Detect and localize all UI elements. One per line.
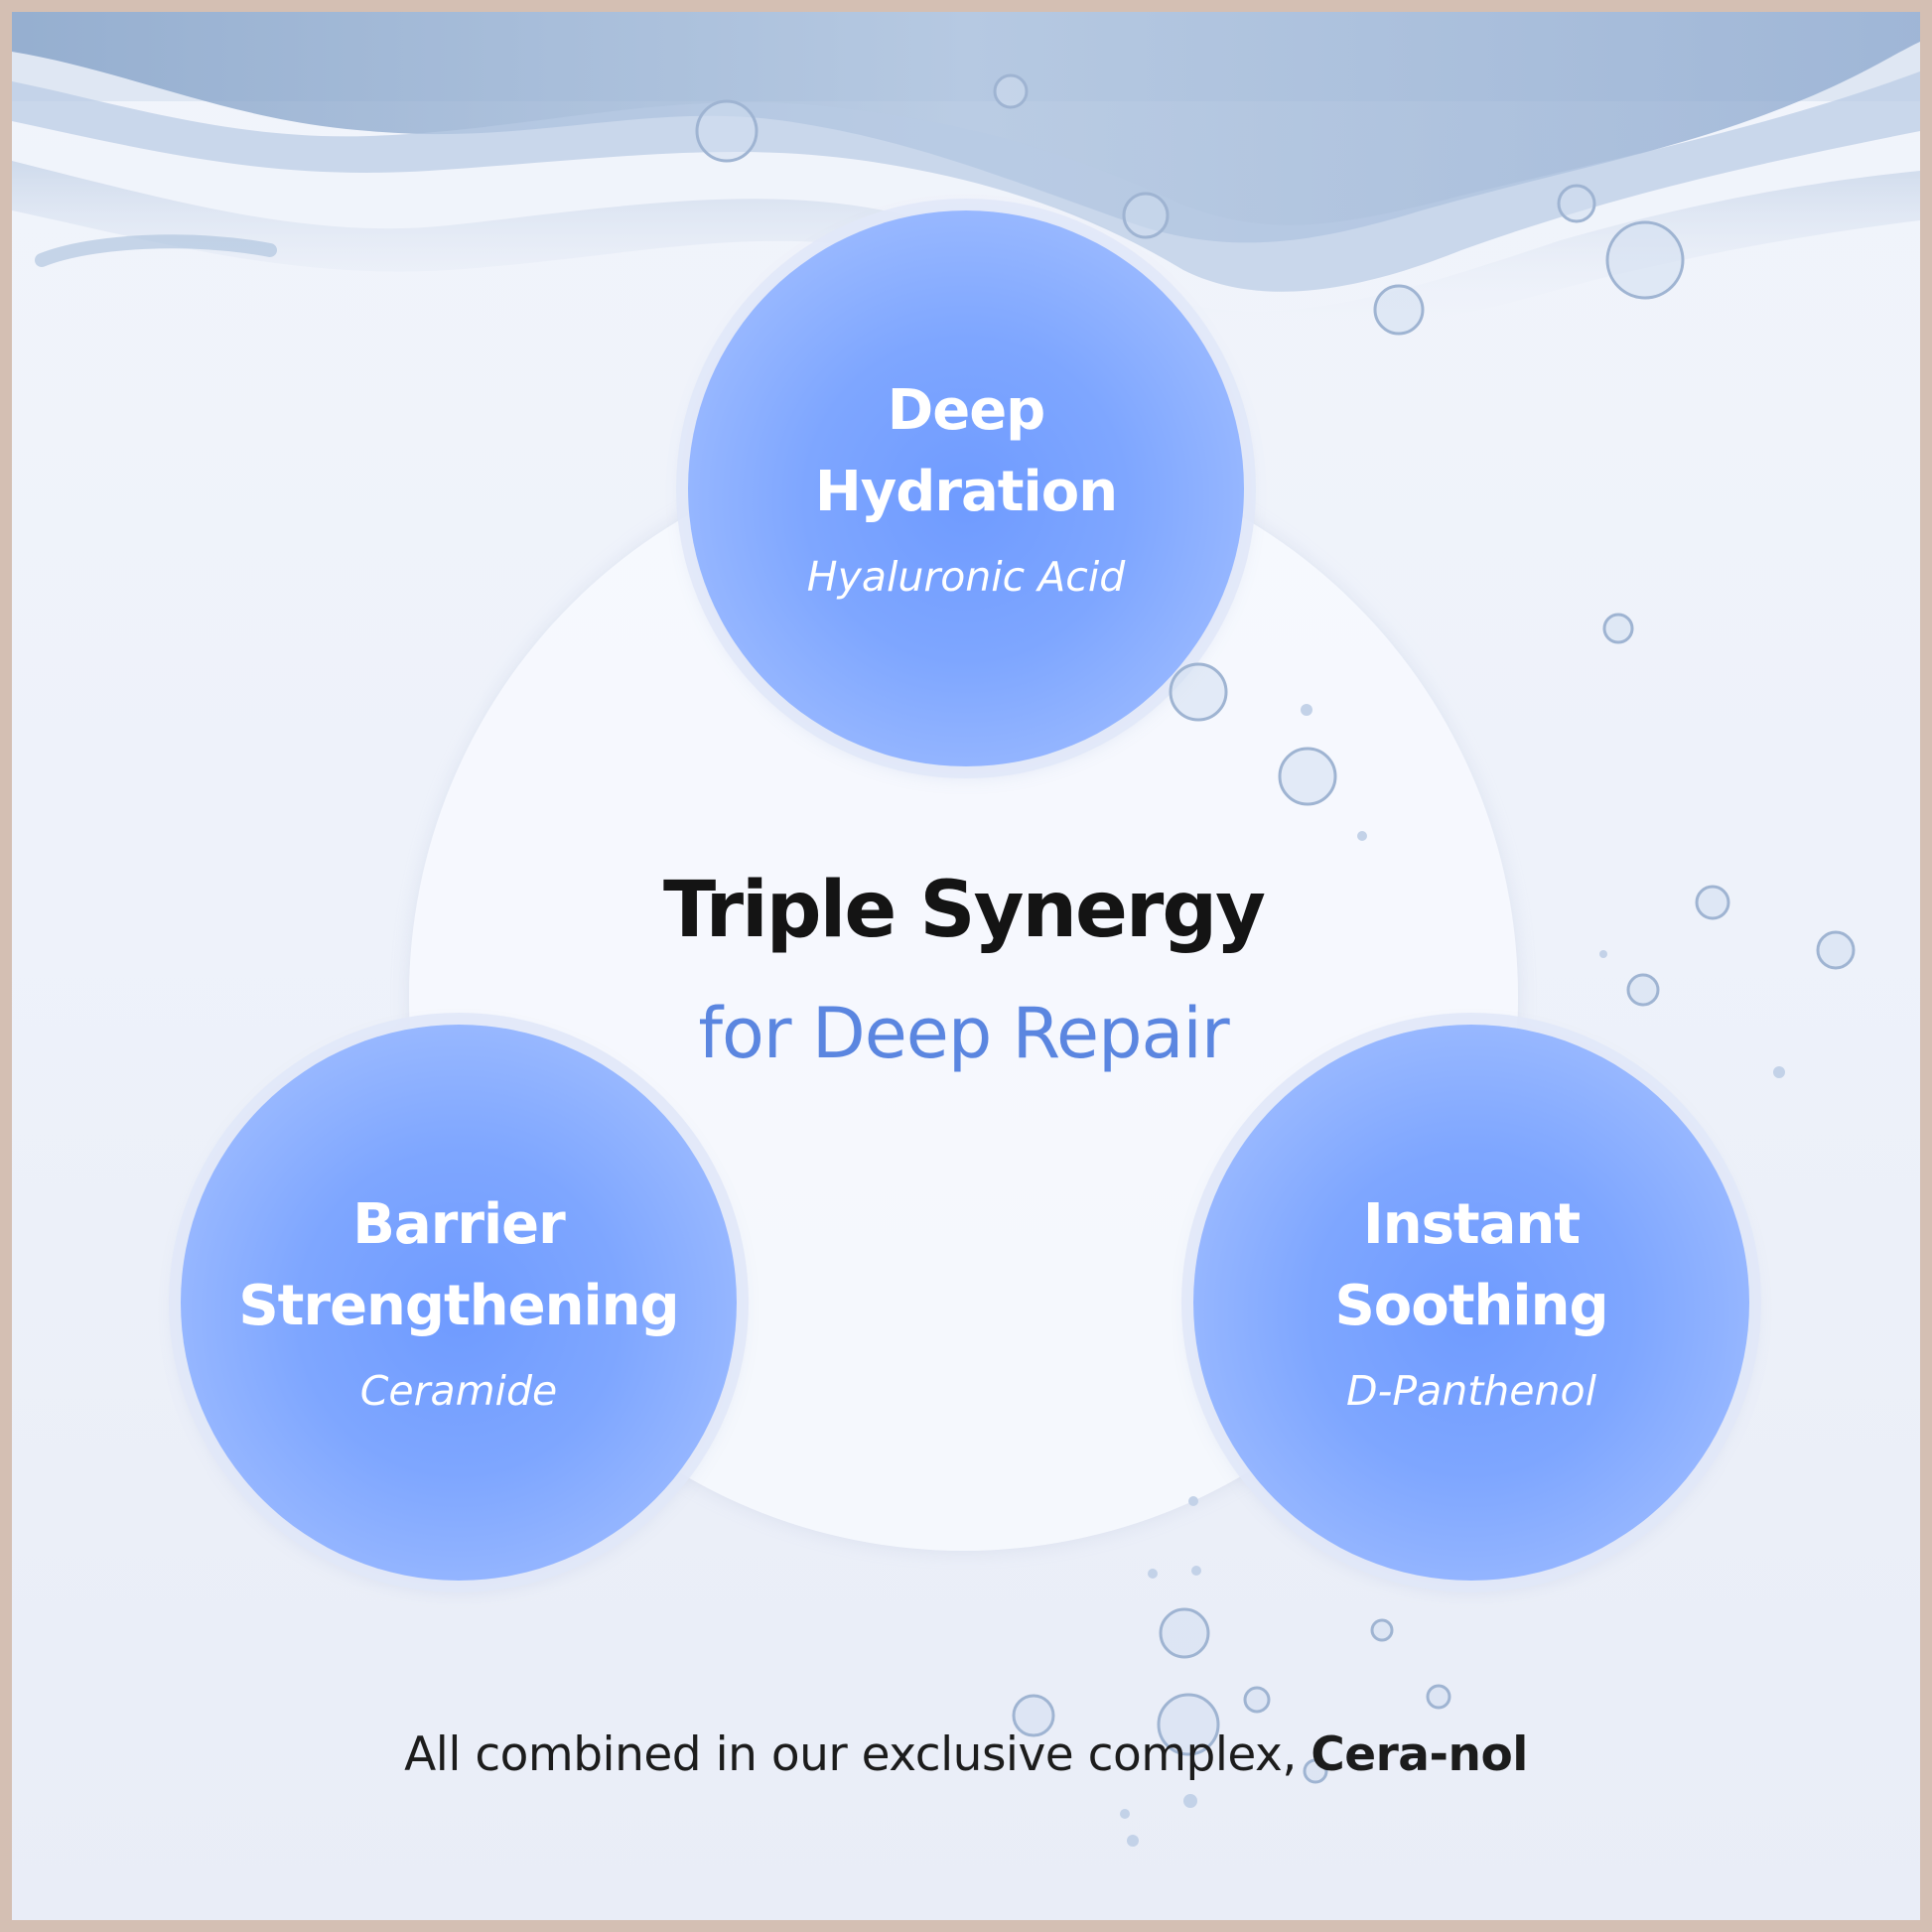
benefit-title-line1: Deep [887,378,1046,443]
page-subtitle: for Deep Repair [698,993,1229,1074]
benefit-title-line1: Instant [1362,1192,1581,1257]
benefit-ingredient: D-Panthenol [1346,1367,1596,1415]
benefit-ingredient: Ceramide [359,1367,558,1415]
footer-brand-name: Cera-nol [1311,1727,1528,1782]
benefit-circle-hydration: Deep Hydration Hyaluronic Acid [688,210,1244,766]
benefit-title-line2: Strengthening [238,1274,679,1338]
footer-caption: All combined in our exclusive complex, C… [12,1727,1920,1782]
footer-text: All combined in our exclusive complex, [404,1727,1311,1782]
benefit-ingredient: Hyaluronic Acid [806,553,1126,601]
benefit-circle-soothing: Instant Soothing D-Panthenol [1193,1025,1749,1581]
benefit-circle-barrier: Barrier Strengthening Ceramide [181,1025,737,1581]
infographic-frame: Deep Hydration Hyaluronic Acid Barrier S… [12,12,1920,1920]
benefit-title-line1: Barrier [352,1192,565,1257]
benefit-title-line2: Soothing [1334,1274,1608,1338]
benefit-title-line2: Hydration [814,460,1118,524]
page-title: Triple Synergy [662,866,1266,955]
